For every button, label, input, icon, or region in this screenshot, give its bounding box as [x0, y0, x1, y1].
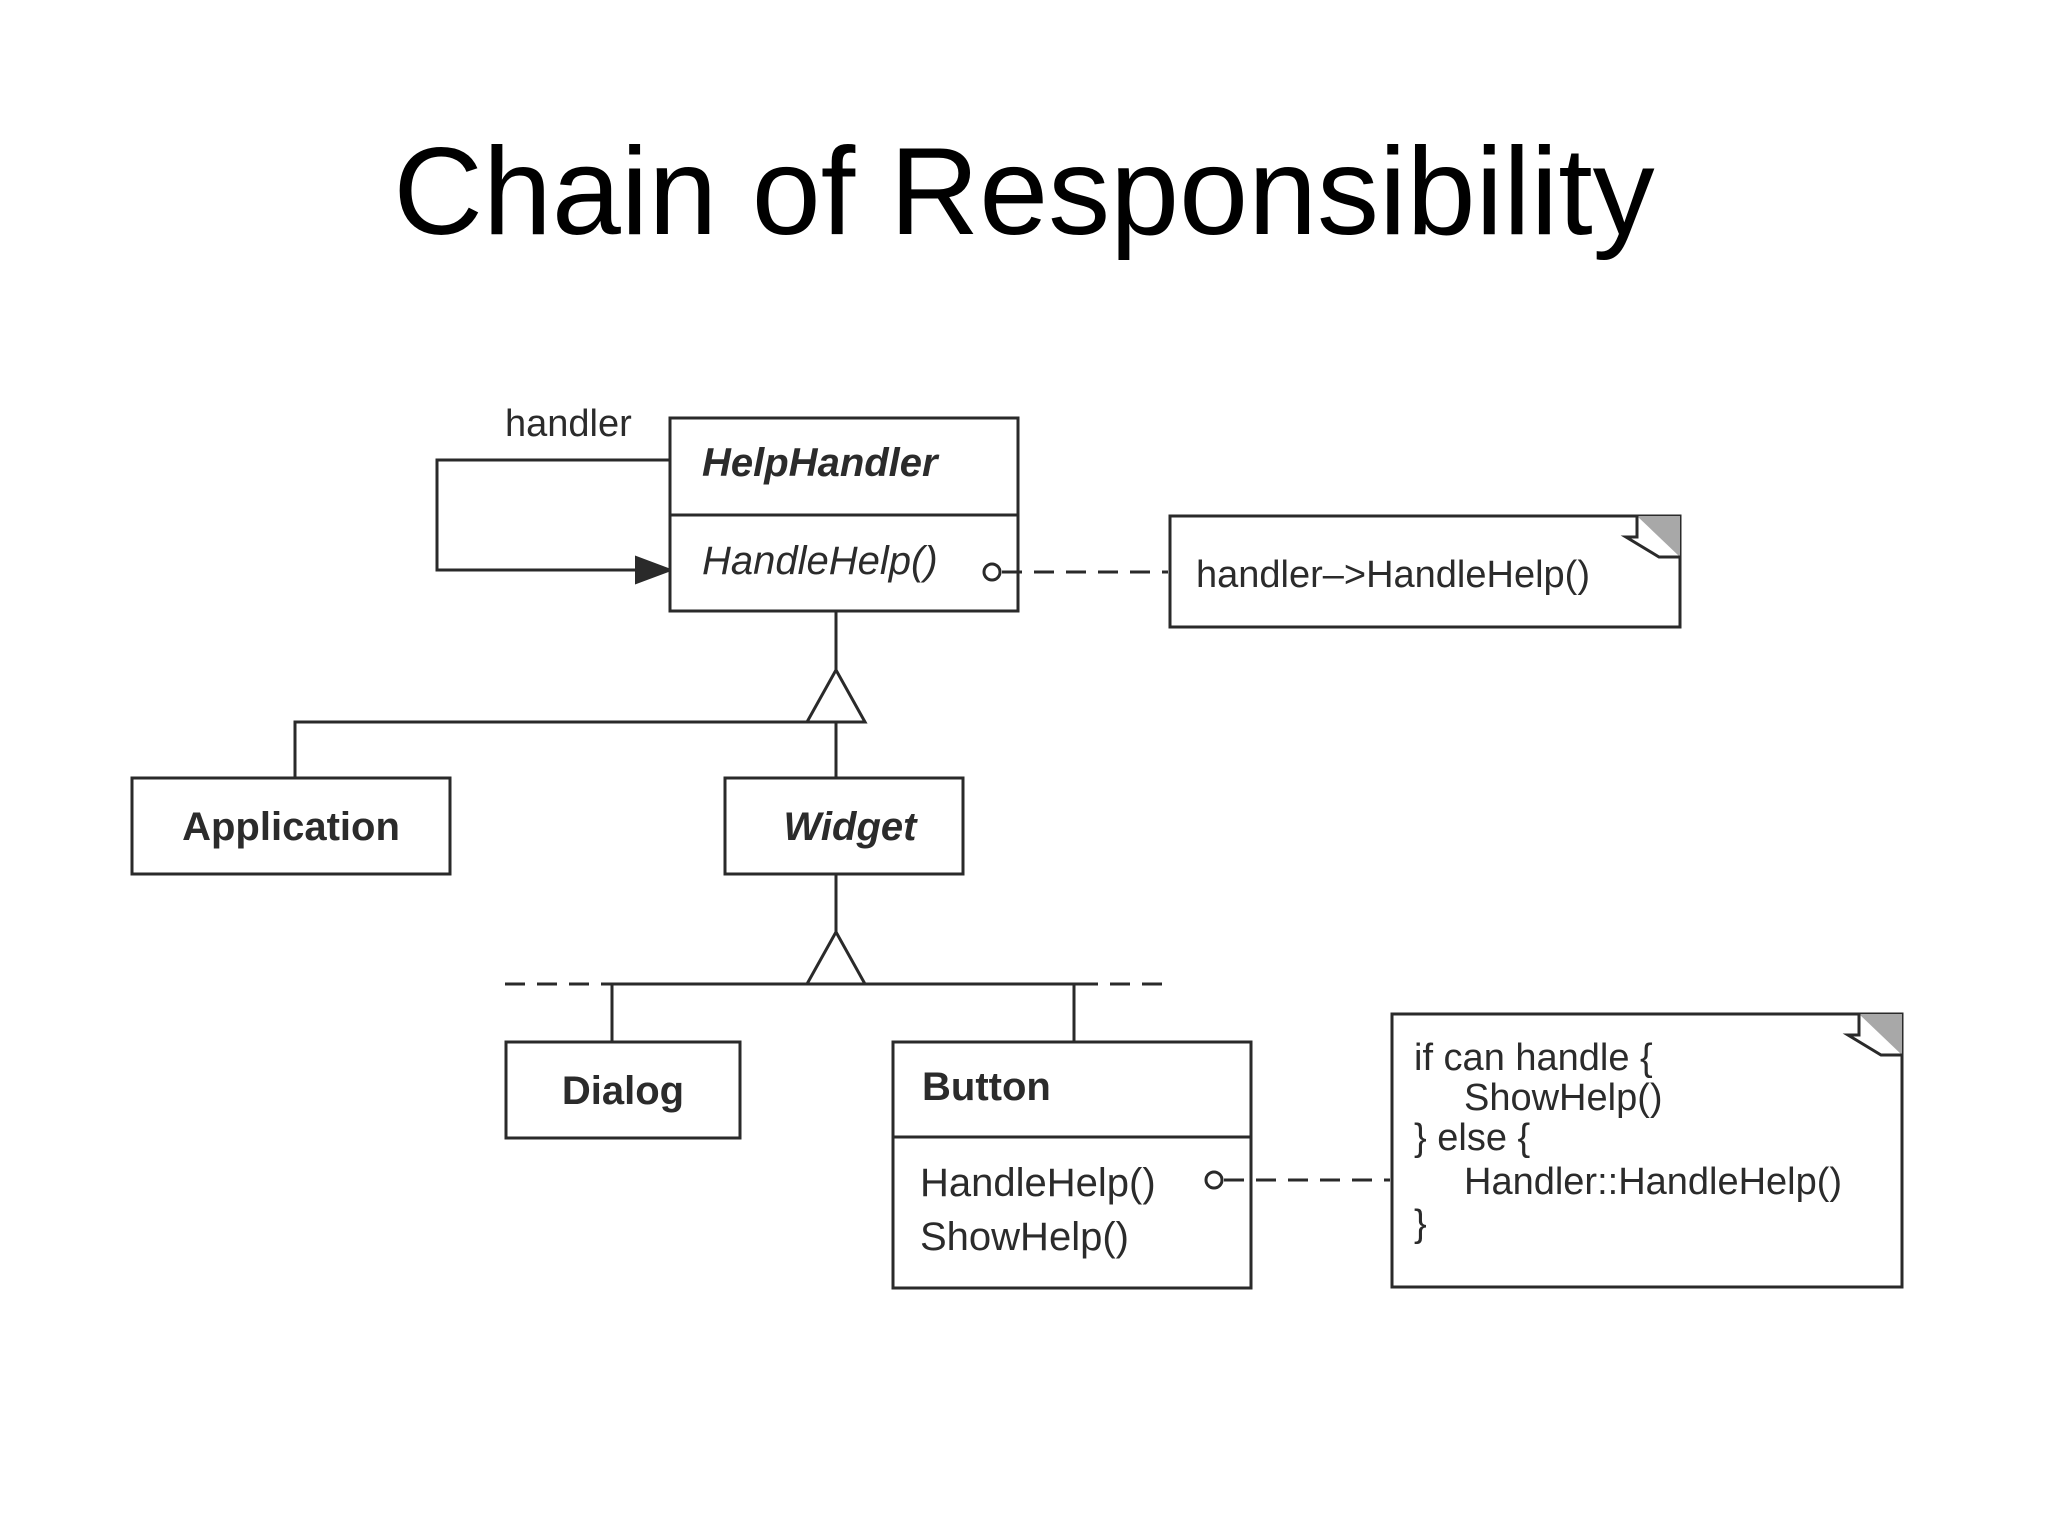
note-button-line: if can handle {	[1414, 1037, 1653, 1079]
handler-role-label: handler	[505, 403, 632, 445]
note-button-line: } else {	[1414, 1117, 1531, 1159]
note-corner-fold	[1637, 516, 1680, 557]
class-button-name: Button	[922, 1065, 1051, 1109]
note-button-line: }	[1414, 1203, 1427, 1245]
class-button[interactable]: Button HandleHelp() ShowHelp()	[891, 1040, 1253, 1290]
class-dialog-name: Dialog	[562, 1069, 684, 1113]
class-application-name: Application	[182, 805, 400, 849]
note-corner-fold	[1859, 1014, 1902, 1055]
class-helphandler-name: HelpHandler	[702, 441, 940, 485]
inheritance-widget	[505, 874, 1172, 1042]
class-helphandler[interactable]: HelpHandler HandleHelp()	[668, 416, 1020, 613]
class-dialog[interactable]: Dialog	[504, 1040, 742, 1140]
class-widget-name: Widget	[784, 805, 919, 849]
class-button-operation: HandleHelp()	[920, 1161, 1156, 1205]
class-helphandler-operation: HandleHelp()	[702, 539, 938, 583]
inheritance-helphandler	[293, 611, 868, 778]
button-note-link	[1204, 1170, 1390, 1190]
note-button-line: Handler::HandleHelp()	[1464, 1161, 1842, 1203]
generalization-triangle-widget	[804, 928, 868, 986]
handler-self-association: handler	[435, 403, 674, 585]
class-application[interactable]: Application	[130, 776, 452, 876]
class-button-operation: ShowHelp()	[920, 1215, 1129, 1259]
note-button: if can handle { ShowHelp() } else { Hand…	[1390, 1012, 1904, 1289]
helphandler-note-link	[982, 562, 1168, 582]
note-helphandler: handler–>HandleHelp()	[1168, 514, 1682, 629]
class-widget[interactable]: Widget	[723, 776, 965, 876]
note-helphandler-text: handler–>HandleHelp()	[1196, 554, 1590, 596]
slide-title: Chain of Responsibility	[393, 123, 1655, 261]
generalization-triangle-helphandler	[804, 666, 868, 724]
note-button-line: ShowHelp()	[1464, 1077, 1663, 1119]
association-arrowhead	[635, 555, 674, 585]
